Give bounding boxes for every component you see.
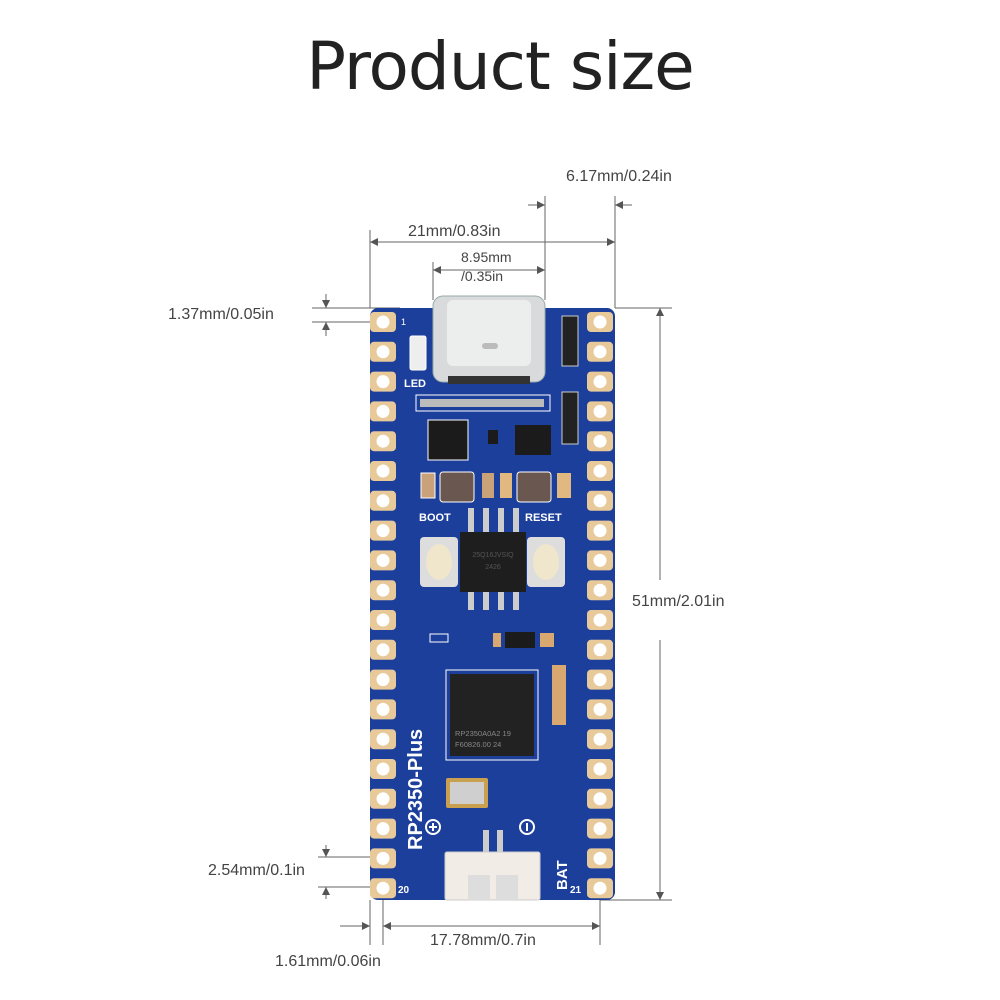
svg-text:LED: LED [404, 378, 426, 390]
pin-hole [376, 792, 390, 806]
pin-hole [376, 583, 390, 597]
pin-hole [376, 851, 390, 865]
pin-hole [376, 822, 390, 836]
pin-hole [376, 494, 390, 508]
pin-hole [593, 345, 607, 359]
pin-hole [376, 345, 390, 359]
pin-hole [376, 643, 390, 657]
pin-hole [376, 702, 390, 716]
castellated-pads [370, 312, 613, 899]
svg-text:BAT: BAT [554, 860, 571, 890]
pin-hole [593, 375, 607, 389]
width-label: 21mm/0.83in [408, 223, 501, 240]
pin-hole [376, 732, 390, 746]
pin-hole [593, 613, 607, 627]
usb-width-label-2: /0.35in [461, 268, 504, 284]
pin-hole [376, 524, 390, 538]
dimension-arrows [322, 201, 664, 930]
svg-text:BOOT: BOOT [419, 512, 451, 524]
power-ic [427, 419, 469, 461]
pin-hole [376, 375, 390, 389]
led [409, 335, 427, 371]
pin-hole [593, 553, 607, 567]
pcb-board: LED 1 BOOT RESET 25Q16JVSIQ 2426 [370, 295, 615, 901]
pin-hole [593, 702, 607, 716]
pin-hole [593, 851, 607, 865]
pin-hole [593, 524, 607, 538]
pin-hole [593, 822, 607, 836]
svg-text:20: 20 [398, 885, 410, 896]
pin-pitch-label: 2.54mm/0.1in [208, 862, 305, 879]
pin-hole [593, 673, 607, 687]
usb-width-label-1: 8.95mm [461, 249, 512, 265]
svg-text:RP2350-Plus: RP2350-Plus [405, 729, 427, 850]
page-title: Product size [306, 28, 695, 105]
svg-text:2426: 2426 [485, 564, 501, 571]
rp2350-chip [450, 674, 534, 756]
connector-offset-label: 6.17mm/0.24in [566, 168, 672, 185]
pin-hole [593, 494, 607, 508]
pin-hole [593, 792, 607, 806]
dimension-lines [312, 196, 672, 945]
battery-connector [444, 851, 541, 901]
pin-hole [593, 434, 607, 448]
hole-side-offset-label: 1.61mm/0.06in [275, 953, 381, 970]
hole-edge-offset-label: 1.37mm/0.05in [168, 306, 274, 323]
pin-hole [593, 732, 607, 746]
pin-hole [376, 553, 390, 567]
pin-hole [593, 881, 607, 895]
pin-hole [376, 434, 390, 448]
pin-hole [376, 673, 390, 687]
pin-hole [593, 762, 607, 776]
pin-hole [376, 315, 390, 329]
pin-hole [593, 583, 607, 597]
row-spacing-label: 17.78mm/0.7in [430, 932, 536, 949]
pin-hole [593, 315, 607, 329]
svg-text:F60826.00 24: F60826.00 24 [455, 740, 501, 749]
svg-text:21: 21 [570, 885, 582, 896]
svg-text:25Q16JVSIQ: 25Q16JVSIQ [472, 552, 514, 559]
pin-hole [376, 404, 390, 418]
flash-chip [460, 532, 526, 592]
pin-hole [593, 643, 607, 657]
svg-text:RESET: RESET [525, 512, 562, 524]
svg-text:1: 1 [401, 317, 406, 327]
pin-hole [593, 404, 607, 418]
pin-hole [376, 464, 390, 478]
pin-hole [376, 762, 390, 776]
pin-hole [376, 881, 390, 895]
length-label: 51mm/2.01in [632, 593, 725, 610]
pin-hole [376, 613, 390, 627]
pin-hole [593, 464, 607, 478]
svg-text:RP2350A0A2 19: RP2350A0A2 19 [455, 729, 511, 738]
